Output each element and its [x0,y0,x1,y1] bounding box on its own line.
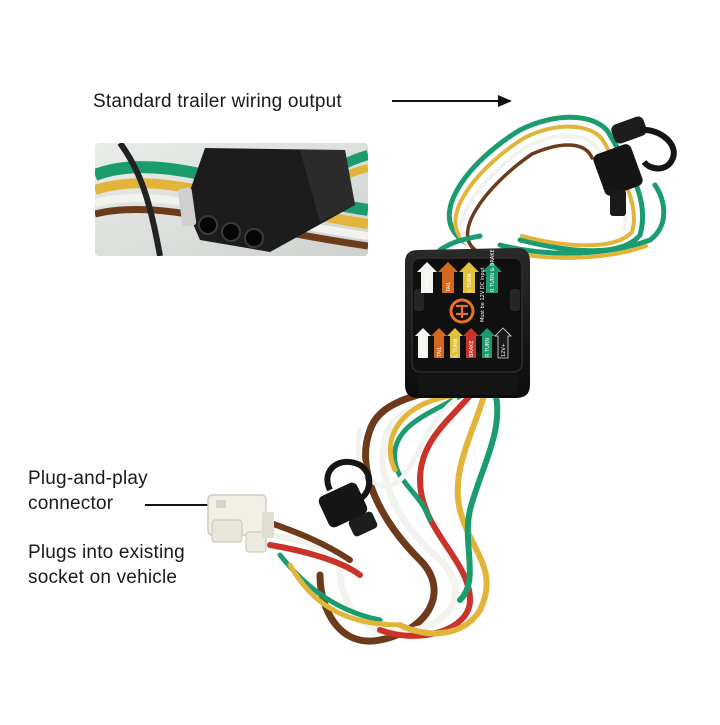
module-bottom-label: R TURN [485,338,491,357]
input-cable [265,381,501,645]
label-trailer-output: Standard trailer wiring output [93,91,342,112]
module-top-label: TAIL [446,281,452,293]
converter-module [405,248,530,398]
top-row-labels [417,262,502,293]
inset-connector-photo [95,143,368,256]
bottom-row-labels [415,327,512,359]
fuse-holder-bottom [318,458,378,537]
module-center-text: Must be 12V DC input [480,267,486,322]
module-bottom-label: TAIL [437,346,443,358]
label-socket-vehicle: socket on vehicle [28,567,178,588]
label-connector: connector [28,493,114,514]
arrow-output [392,95,512,107]
label-plug-and-play: Plug-and-play [28,468,148,489]
module-top-label: L TURN [467,273,473,292]
fuse-holder-top [593,116,677,216]
brand-logo-icon [449,298,475,324]
module-bottom-label: 12V+ [501,343,507,357]
module-bottom-label: L TURN [453,338,459,357]
label-plugs-into: Plugs into existing [28,542,185,563]
plug-connector [207,494,274,553]
module-top-label: GROUND [425,269,431,292]
module-top-label: R TURN & BRAKE [490,249,496,292]
output-cable [437,114,667,260]
module-bottom-label: GROUND [421,334,427,357]
module-bottom-label: BRAKE [469,340,475,357]
